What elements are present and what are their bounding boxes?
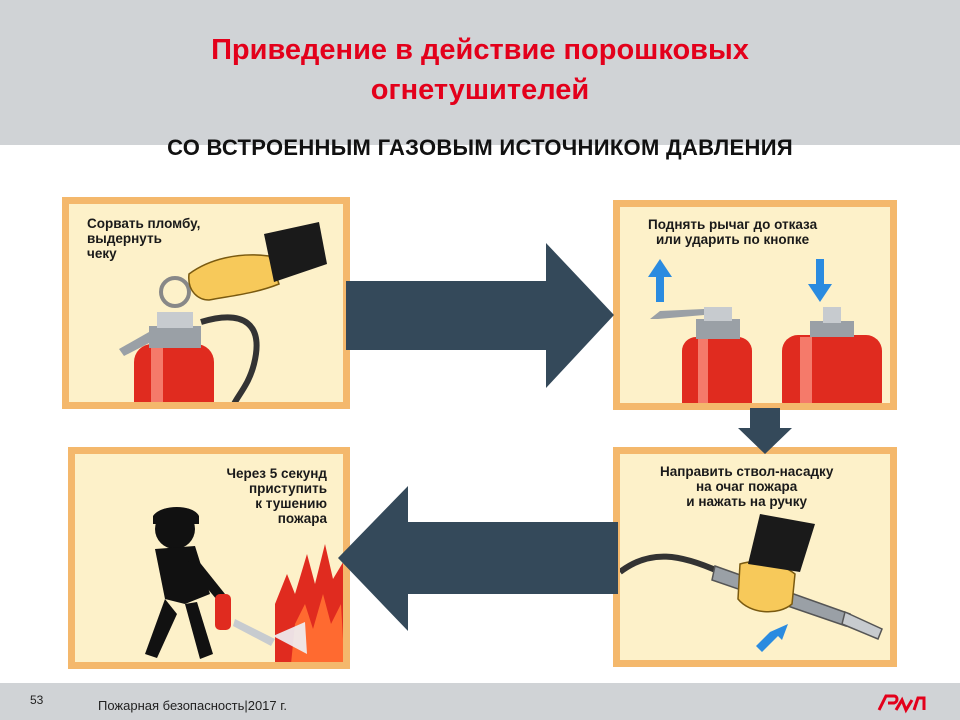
step-1-caption: Сорвать пломбу, выдернуть чеку: [87, 216, 201, 261]
rzd-logo: [877, 694, 926, 714]
slide-title: Приведение в действие порошковых огнетуш…: [80, 30, 880, 110]
slide-subtitle: СО ВСТРОЕННЫМ ГАЗОВЫМ ИСТОЧНИКОМ ДАВЛЕНИ…: [167, 135, 793, 160]
extinguisher-icon: [215, 594, 231, 630]
title-line-2: огнетушителей: [370, 74, 590, 106]
step-3-panel: Направить ствол-насадку на очаг пожара и…: [613, 447, 897, 667]
step-1-panel: Сорвать пломбу, выдернуть чеку: [62, 197, 350, 409]
step-4-illustration: [145, 507, 343, 662]
step-3-illustration: [620, 514, 883, 652]
footer-text: Пожарная безопасность|2017 г.: [98, 698, 288, 713]
arrow-left-icon: [338, 486, 618, 631]
arrow-up-icon: [756, 624, 788, 652]
extinguisher-icon: [682, 337, 752, 403]
header-band: [0, 0, 960, 145]
step-3-caption: Направить ствол-насадку на очаг пожара и…: [660, 464, 834, 509]
step-4-panel: Через 5 секунд приступить к тушению пожа…: [68, 447, 350, 669]
arrow-right-icon: [346, 243, 614, 388]
footer-band: [0, 683, 960, 720]
extinguisher-icon: [782, 335, 882, 403]
step-2-illustration: [648, 259, 882, 403]
arrow-up-icon: [648, 259, 672, 302]
arrow-down-icon: [808, 259, 832, 302]
step-2-caption: Поднять рычаг до отказа или ударить по к…: [648, 217, 818, 247]
step-4-caption: Через 5 секунд приступить к тушению пожа…: [226, 466, 327, 526]
page-number: 53: [30, 693, 44, 707]
step-1-illustration: [119, 222, 327, 402]
title-line-1: Приведение в действие порошковых: [211, 34, 749, 66]
arrow-down-icon: [738, 408, 792, 454]
firefighter-icon: [145, 507, 225, 659]
extinguisher-icon: [134, 344, 214, 402]
step-2-panel: Поднять рычаг до отказа или ударить по к…: [613, 200, 897, 410]
hand-icon: [188, 254, 280, 301]
